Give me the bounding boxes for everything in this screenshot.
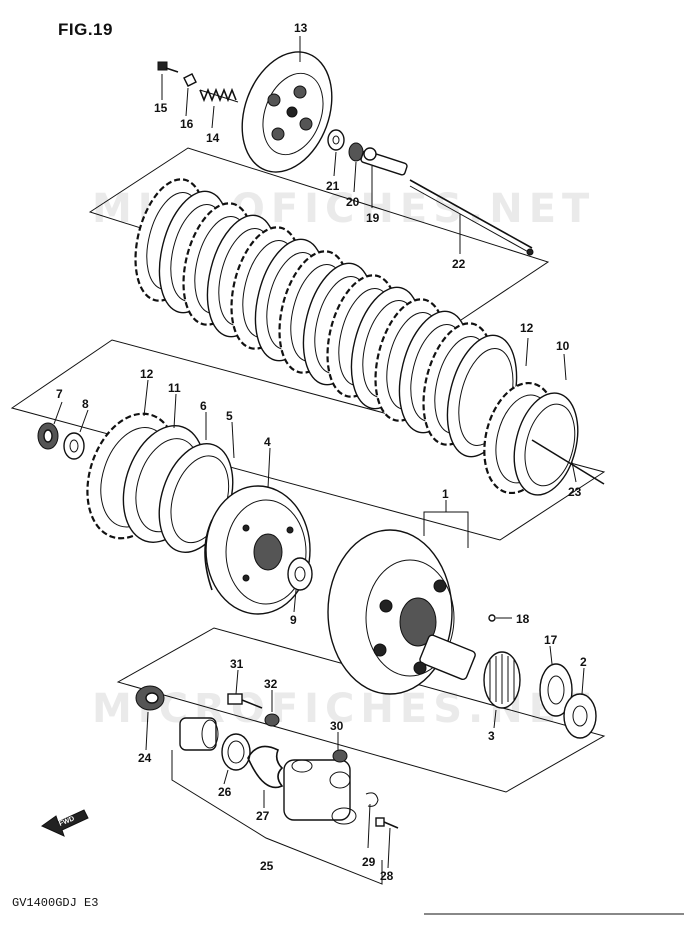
callout-1: 1 <box>442 487 449 501</box>
clutch-sleeve-hub <box>204 485 311 615</box>
clutch-plate-stack-upper <box>134 178 518 458</box>
forward-arrow: FWD <box>41 809 89 837</box>
callout-29: 29 <box>362 855 376 869</box>
spacer-17 <box>539 663 573 717</box>
bolt-31 <box>227 693 263 709</box>
callout-31: 31 <box>230 657 244 671</box>
piston-seal-26 <box>221 733 251 771</box>
callout-11: 11 <box>168 381 181 395</box>
callout-32: 32 <box>264 677 278 691</box>
callout-4: 4 <box>264 435 271 449</box>
callout-15: 15 <box>154 101 168 115</box>
thrust-washer-2 <box>563 693 597 739</box>
clutch-housing <box>327 529 476 695</box>
callout-28: 28 <box>380 869 394 883</box>
push-rod-22 <box>409 179 534 256</box>
needle-bearing-3 <box>483 651 521 709</box>
frame-lower-release <box>116 627 606 793</box>
callout-9: 9 <box>290 613 297 627</box>
callout-17: 17 <box>544 633 558 647</box>
callout-19: 19 <box>366 211 380 225</box>
leader-lines <box>53 36 585 869</box>
callout-13: 13 <box>294 21 308 35</box>
callout-18: 18 <box>516 612 530 626</box>
oil-seal-24 <box>135 685 165 711</box>
callout-25: 25 <box>260 859 274 873</box>
callout-8: 8 <box>82 397 89 411</box>
cap-29 <box>365 792 379 807</box>
frame-middle-plates <box>10 339 606 541</box>
callout-22: 22 <box>452 257 466 271</box>
driven-plate <box>513 392 579 496</box>
callout-16: 16 <box>180 117 194 131</box>
pressure-spring <box>199 87 239 103</box>
callout-10: 10 <box>556 339 570 353</box>
callout-6: 6 <box>200 399 207 413</box>
release-piston <box>179 717 219 751</box>
bolt-washer <box>183 73 197 87</box>
boot-27 <box>247 745 284 789</box>
callout-2: 2 <box>580 655 587 669</box>
washer-21 <box>327 129 345 151</box>
clutch-plate-stack-middle <box>86 381 579 553</box>
bracket-25 <box>171 750 383 885</box>
callout-24: 24 <box>138 751 152 765</box>
callout-30: 30 <box>330 719 344 733</box>
figure-title: FIG.19 <box>58 20 113 39</box>
pin-18 <box>488 614 512 622</box>
callout-7: 7 <box>56 387 63 401</box>
washer-8 <box>63 432 85 460</box>
callout-12-lower: 12 <box>140 367 154 381</box>
dowel-30 <box>332 749 348 763</box>
callout-3: 3 <box>488 729 495 743</box>
washer-9 <box>287 557 313 591</box>
push-piece-19 <box>360 147 408 176</box>
model-code: GV1400GDJ E3 <box>12 896 99 910</box>
push-rod-23 <box>531 439 605 485</box>
callout-12-upper: 12 <box>520 321 534 335</box>
spring-bolt <box>157 61 179 73</box>
callout-21: 21 <box>326 179 340 193</box>
pressure-plate <box>241 51 333 173</box>
bleeder-28 <box>375 817 399 829</box>
callout-labels: 13 15 16 14 21 20 19 22 12 10 23 7 8 12 … <box>56 21 587 883</box>
callout-5: 5 <box>226 409 233 423</box>
callout-23: 23 <box>568 485 582 499</box>
callout-20: 20 <box>346 195 360 209</box>
release-cylinder-25 <box>283 759 357 825</box>
plate-inner-edge <box>524 403 576 487</box>
callout-14: 14 <box>206 131 220 145</box>
callout-27: 27 <box>256 809 270 823</box>
callout-26: 26 <box>218 785 232 799</box>
washer-32 <box>264 713 280 727</box>
